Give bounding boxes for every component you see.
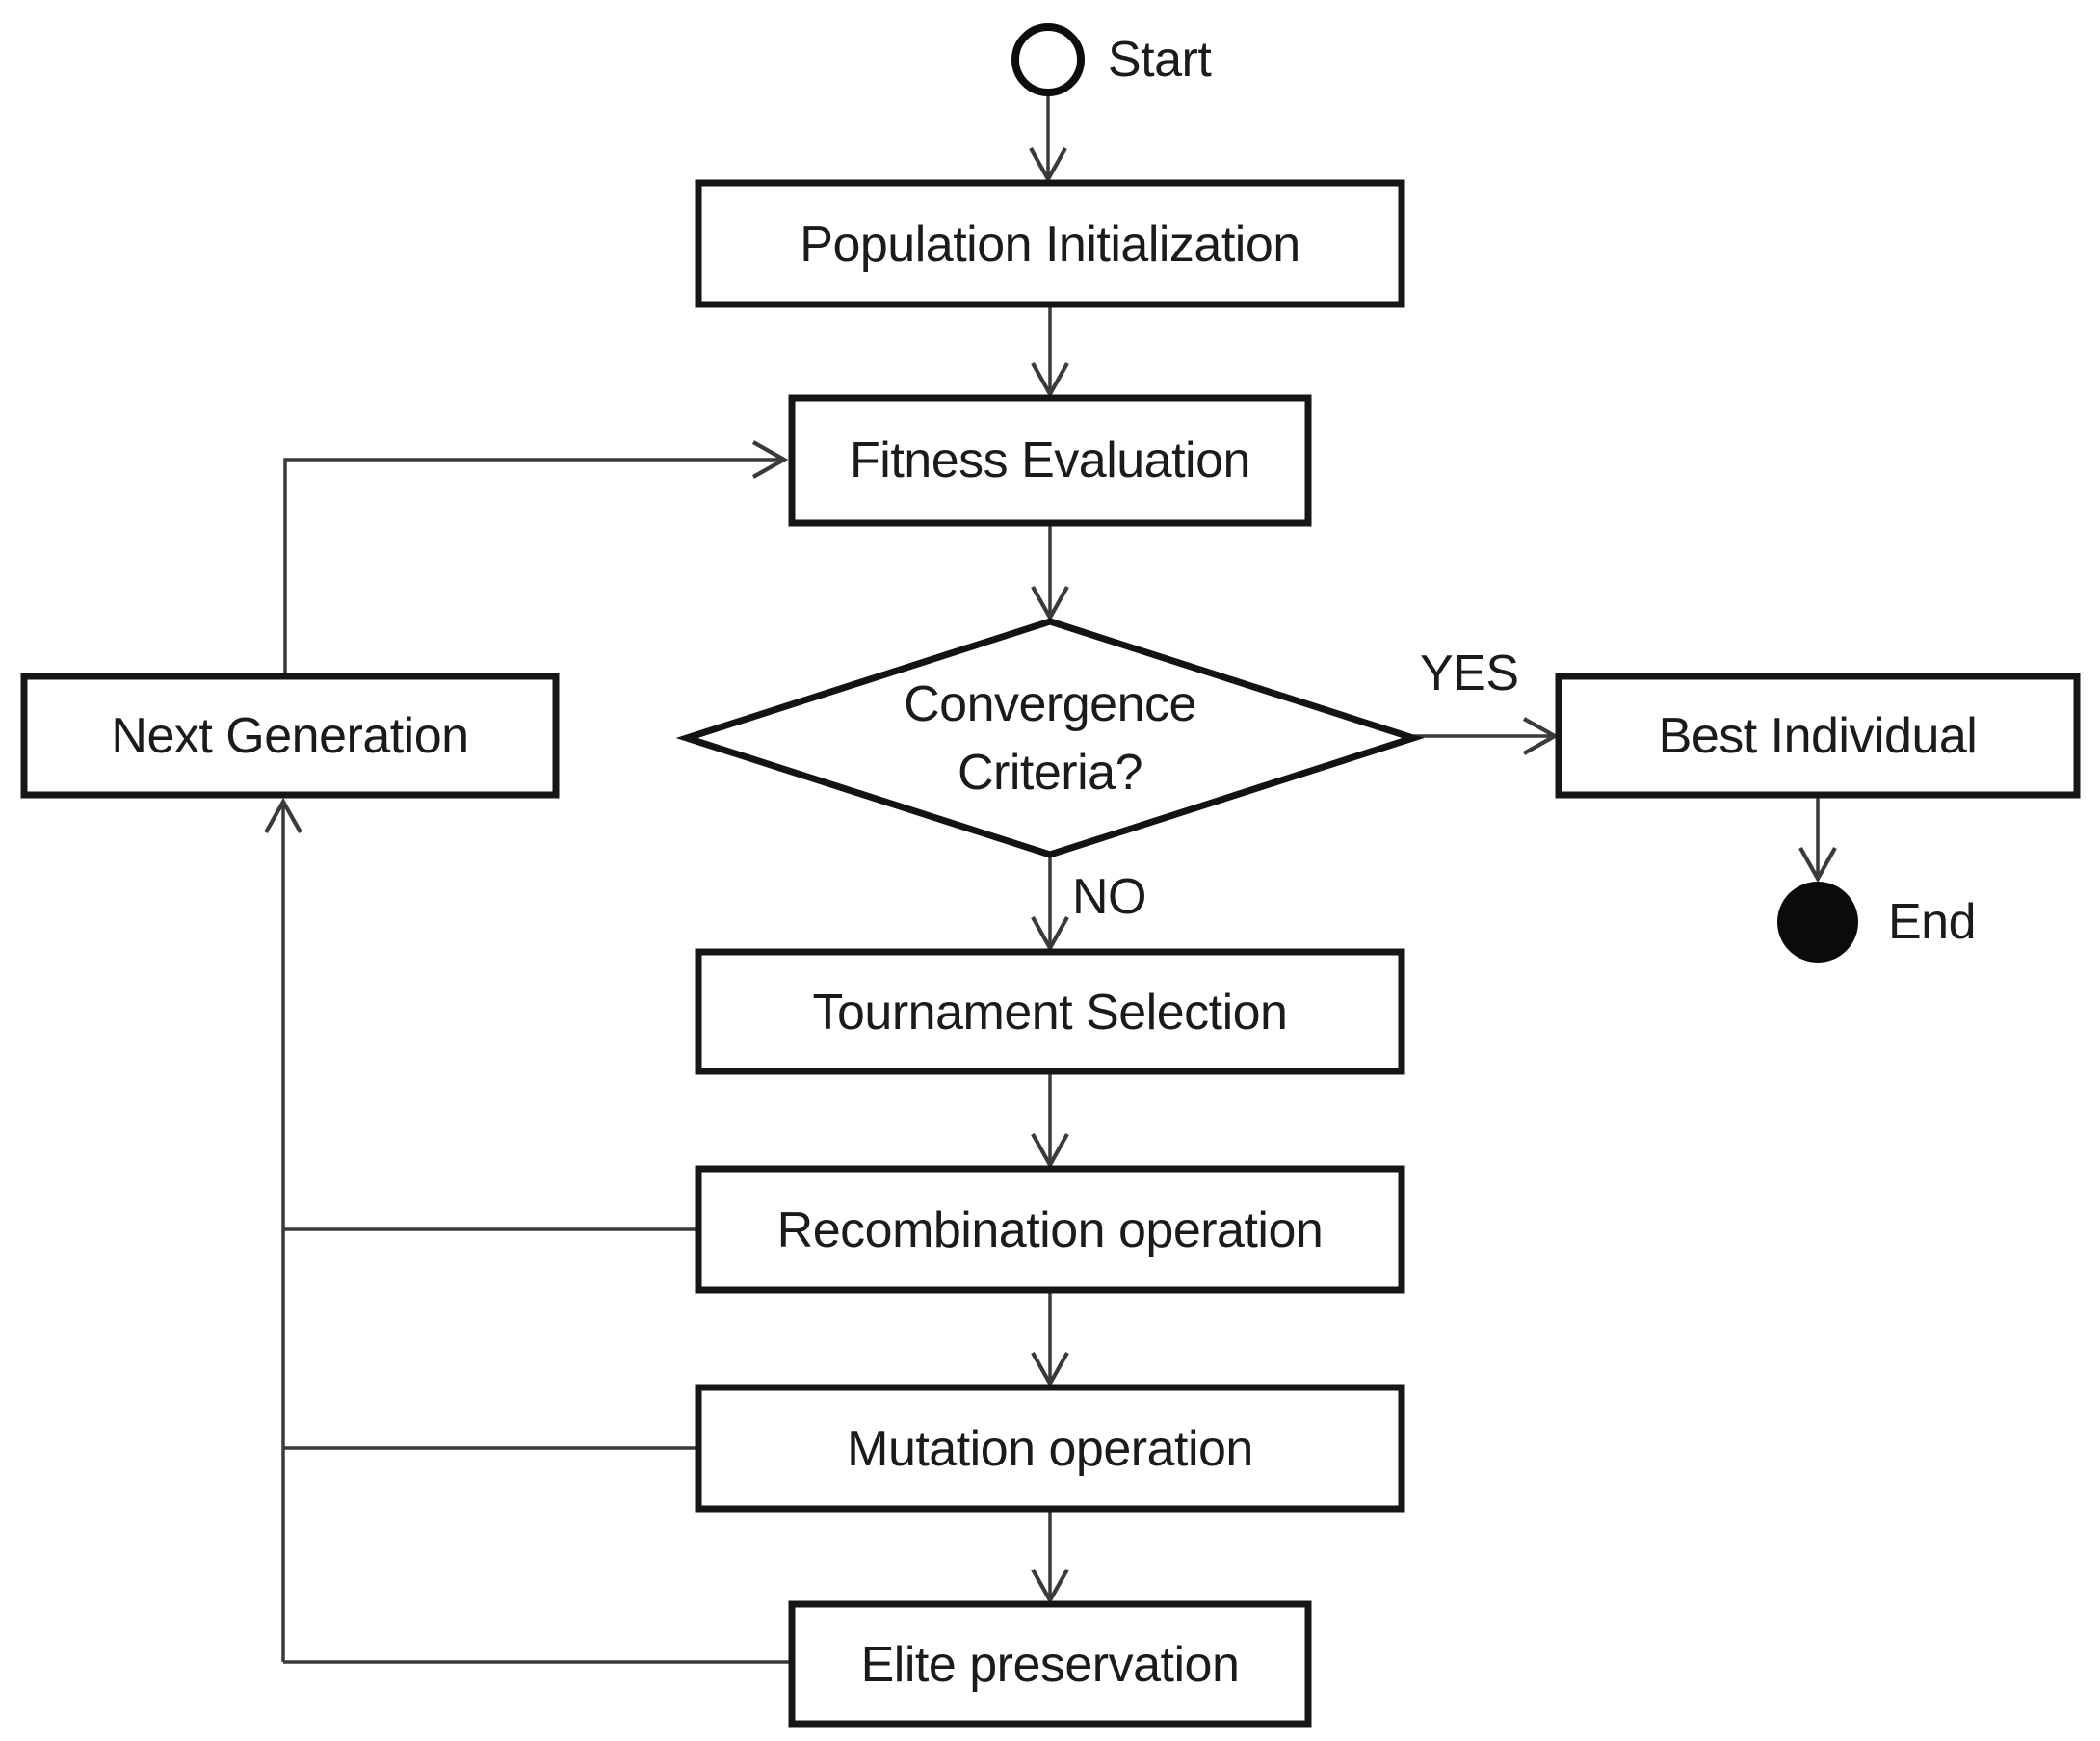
node-convergence-criteria: Convergence Criteria? [675, 618, 1425, 858]
tournament-selection-label: Tournament Selection [813, 985, 1288, 1041]
fitness-evaluation-box [788, 394, 1312, 527]
edge-label-no: NO [1072, 869, 1146, 925]
next-generation-label: Next Generation [111, 708, 468, 764]
recombination-operation-label: Recombination operation [777, 1202, 1324, 1258]
node-best-individual: Best Individual [1555, 673, 2081, 799]
convergence-criteria-label-line2: Criteria? [958, 745, 1142, 801]
elite-preservation-label: Elite preservation [861, 1637, 1240, 1693]
node-population-initialization: Population Initialization [695, 179, 1405, 308]
best-individual-label: Best Individual [1659, 708, 1978, 764]
node-elite-preservation: Elite preservation [788, 1600, 1312, 1728]
tournament-selection-box [695, 948, 1405, 1075]
mutation-operation-label: Mutation operation [847, 1421, 1253, 1477]
population-initialization-label: Population Initialization [800, 217, 1299, 273]
population-initialization-box [695, 179, 1405, 308]
start-terminal-circle [1011, 23, 1085, 96]
elite-preservation-box [788, 1600, 1312, 1728]
recombination-operation-box [695, 1165, 1405, 1294]
convergence-criteria-diamond [675, 618, 1425, 858]
node-recombination-operation: Recombination operation [695, 1165, 1405, 1294]
mutation-operation-box [695, 1384, 1405, 1513]
node-tournament-selection: Tournament Selection [695, 948, 1405, 1075]
fitness-evaluation-label: Fitness Evaluation [850, 433, 1250, 488]
edge-label-yes: YES [1420, 646, 1519, 701]
connectors [264, 95, 1837, 1664]
end-terminal-circle [1777, 882, 1858, 963]
next-generation-box [20, 673, 560, 799]
node-fitness-evaluation: Fitness Evaluation [788, 394, 1312, 527]
convergence-criteria-label-line1: Convergence [904, 676, 1196, 732]
start-label: Start [1108, 32, 1212, 88]
node-next-generation: Next Generation [20, 673, 560, 799]
node-mutation-operation: Mutation operation [695, 1384, 1405, 1513]
arrow-next-generation-to-fitness [283, 440, 789, 676]
end-label: End [1888, 894, 1976, 950]
best-individual-box [1555, 673, 2081, 799]
